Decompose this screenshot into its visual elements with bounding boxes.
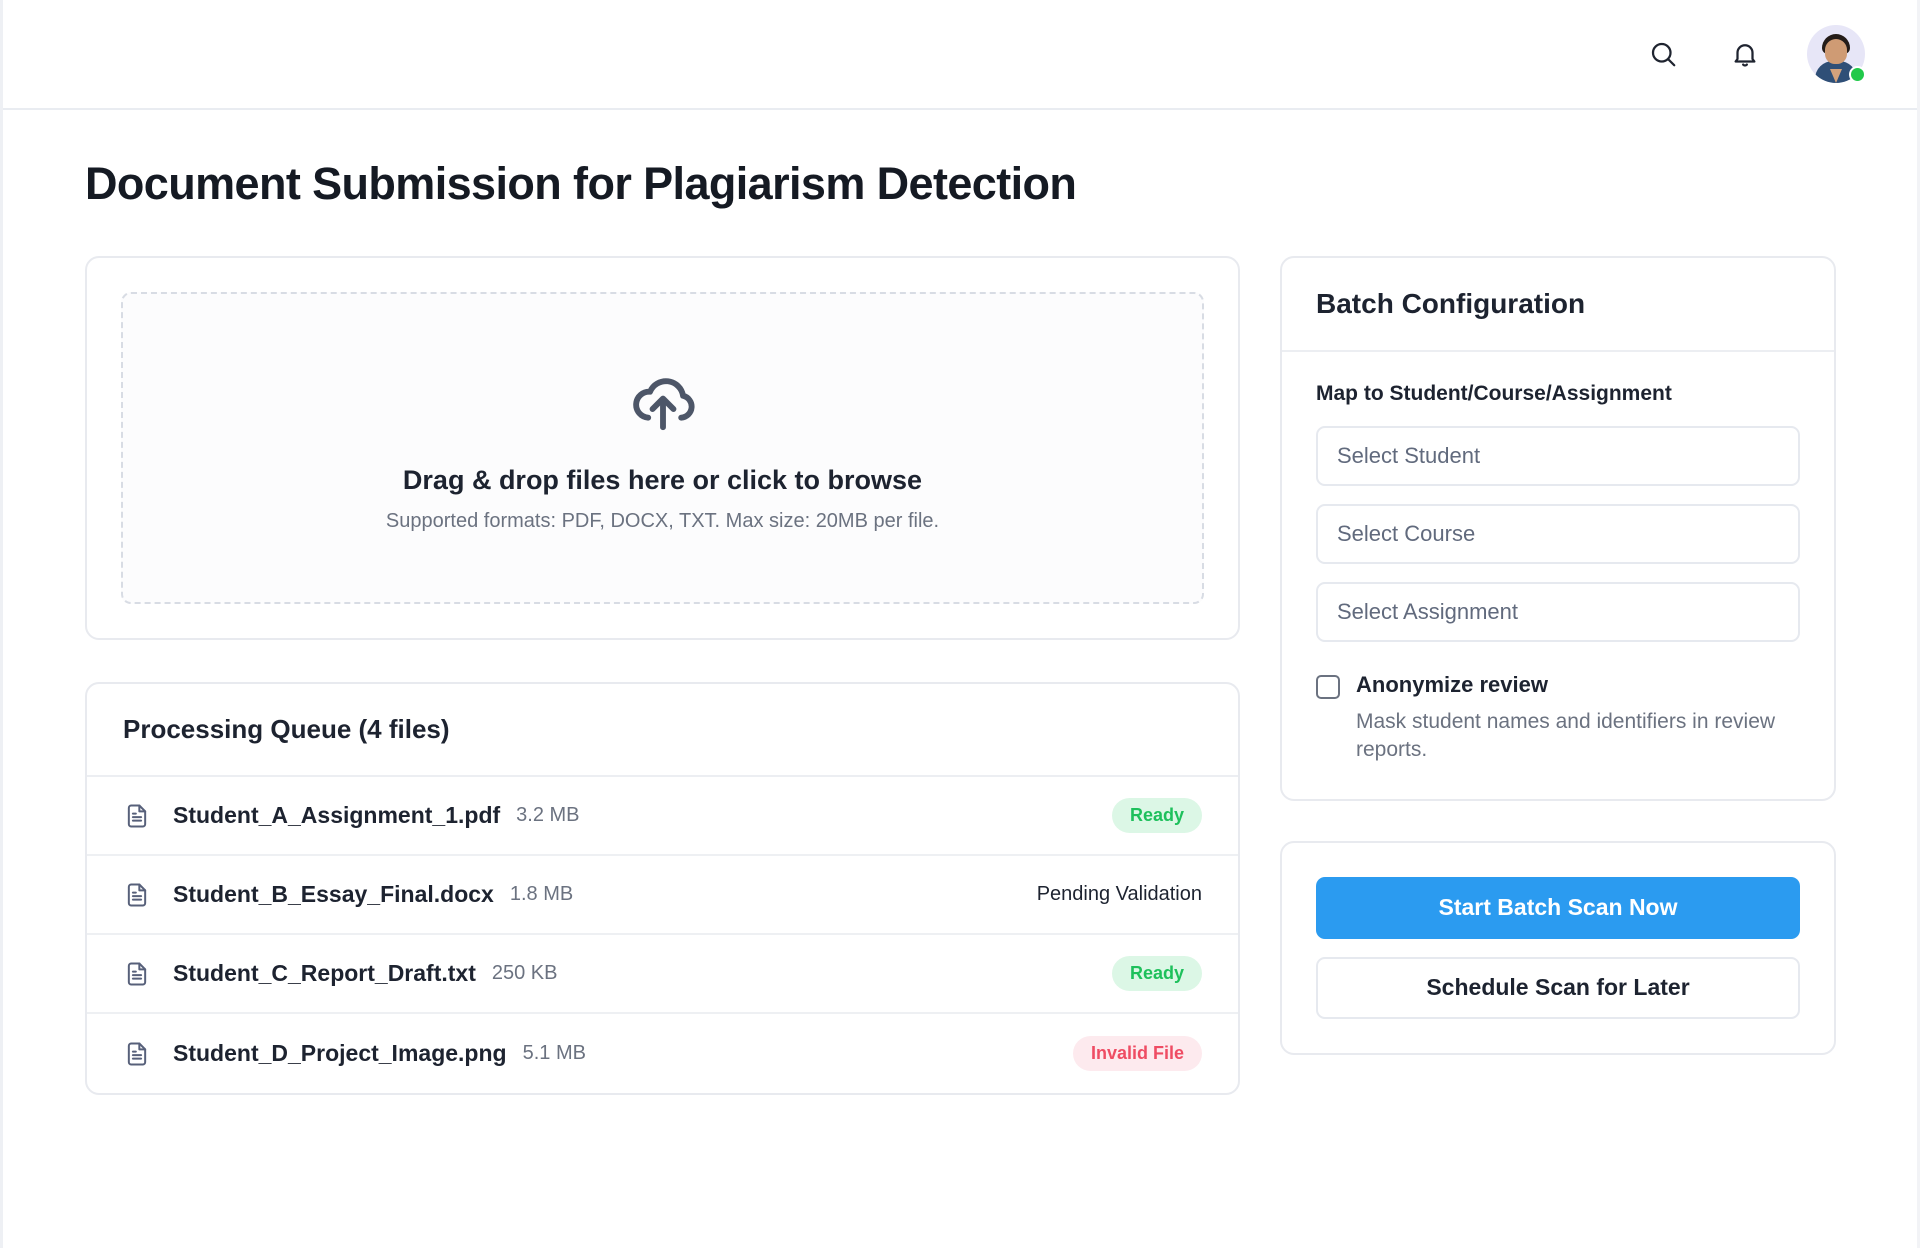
batch-configuration-title: Batch Configuration — [1282, 258, 1834, 352]
status-badge-online — [1849, 66, 1866, 83]
page-content: Document Submission for Plagiarism Detec… — [3, 110, 1917, 1095]
upload-card: Drag & drop files here or click to brows… — [85, 256, 1240, 640]
anonymize-review-row: Anonymize review Mask student names and … — [1316, 672, 1800, 765]
status-badge: Pending Validation — [1036, 883, 1202, 905]
status-badge: Invalid File — [1072, 1036, 1202, 1071]
file-size: 3.2 MB — [516, 804, 580, 826]
file-dropzone[interactable]: Drag & drop files here or click to brows… — [121, 292, 1204, 604]
page-title: Document Submission for Plagiarism Detec… — [85, 158, 1077, 209]
processing-queue-card: Processing Queue (4 files) Student_A_Ass… — [85, 682, 1240, 1095]
queue-title: Processing Queue (4 files) — [87, 684, 1238, 777]
file-size: 250 KB — [491, 962, 558, 984]
anonymize-review-checkbox[interactable] — [1316, 675, 1340, 699]
select-assignment[interactable]: Select Assignment — [1316, 582, 1800, 642]
file-name: Student_C_Report_Draft.txt — [173, 960, 476, 986]
main-columns: Drag & drop files here or click to brows… — [85, 256, 1857, 1095]
file-size: 5.1 MB — [522, 1042, 586, 1064]
document-icon — [123, 1040, 151, 1068]
search-icon[interactable] — [1643, 34, 1683, 74]
document-icon — [123, 881, 151, 909]
avatar[interactable] — [1807, 25, 1866, 83]
document-icon — [123, 960, 151, 988]
select-student[interactable]: Select Student — [1316, 426, 1800, 486]
anonymize-review-help: Mask student names and identifiers in re… — [1356, 710, 1776, 762]
schedule-scan-button[interactable]: Schedule Scan for Later — [1316, 956, 1800, 1019]
file-row[interactable]: Student_D_Project_Image.png 5.1 MB Invalid… — [87, 1014, 1238, 1093]
file-name: Student_B_Essay_Final.docx — [173, 881, 494, 907]
file-row[interactable]: Student_B_Essay_Final.docx 1.8 MB Pending … — [87, 856, 1238, 935]
file-size: 1.8 MB — [509, 883, 574, 905]
avatar-face — [1825, 39, 1847, 64]
left-column: Drag & drop files here or click to brows… — [85, 256, 1240, 1095]
file-name: Student_A_Assignment_1.pdf — [173, 802, 501, 828]
dropzone-subtitle: Supported formats: PDF, DOCX, TXT. Max s… — [385, 509, 940, 532]
anonymize-review-texts: Anonymize review Mask student names and … — [1356, 672, 1776, 765]
cloud-upload-icon — [626, 364, 700, 443]
bell-icon[interactable] — [1725, 34, 1765, 74]
select-course[interactable]: Select Course — [1316, 504, 1800, 564]
file-row[interactable]: Student_A_Assignment_1.pdf 3.2 MB Ready — [87, 777, 1238, 856]
dropzone-title: Drag & drop files here or click to brows… — [402, 464, 923, 495]
document-icon — [123, 802, 151, 830]
batch-configuration-card: Batch Configuration Map to Student/Cours… — [1280, 256, 1836, 801]
right-column: Batch Configuration Map to Student/Cours… — [1280, 256, 1836, 1055]
actions-card: Start Batch Scan Now Schedule Scan for L… — [1280, 840, 1836, 1055]
file-name: Student_D_Project_Image.png — [173, 1040, 507, 1066]
start-batch-scan-button[interactable]: Start Batch Scan Now — [1316, 876, 1800, 939]
batch-configuration-body: Map to Student/Course/Assignment Select … — [1282, 352, 1834, 799]
map-field-label: Map to Student/Course/Assignment — [1316, 382, 1672, 405]
status-badge: Ready — [1111, 798, 1202, 833]
file-row[interactable]: Student_C_Report_Draft.txt 250 KB Ready — [87, 935, 1238, 1014]
status-badge: Ready — [1111, 956, 1202, 991]
anonymize-review-label[interactable]: Anonymize review — [1356, 672, 1548, 697]
top-bar — [3, 0, 1917, 110]
